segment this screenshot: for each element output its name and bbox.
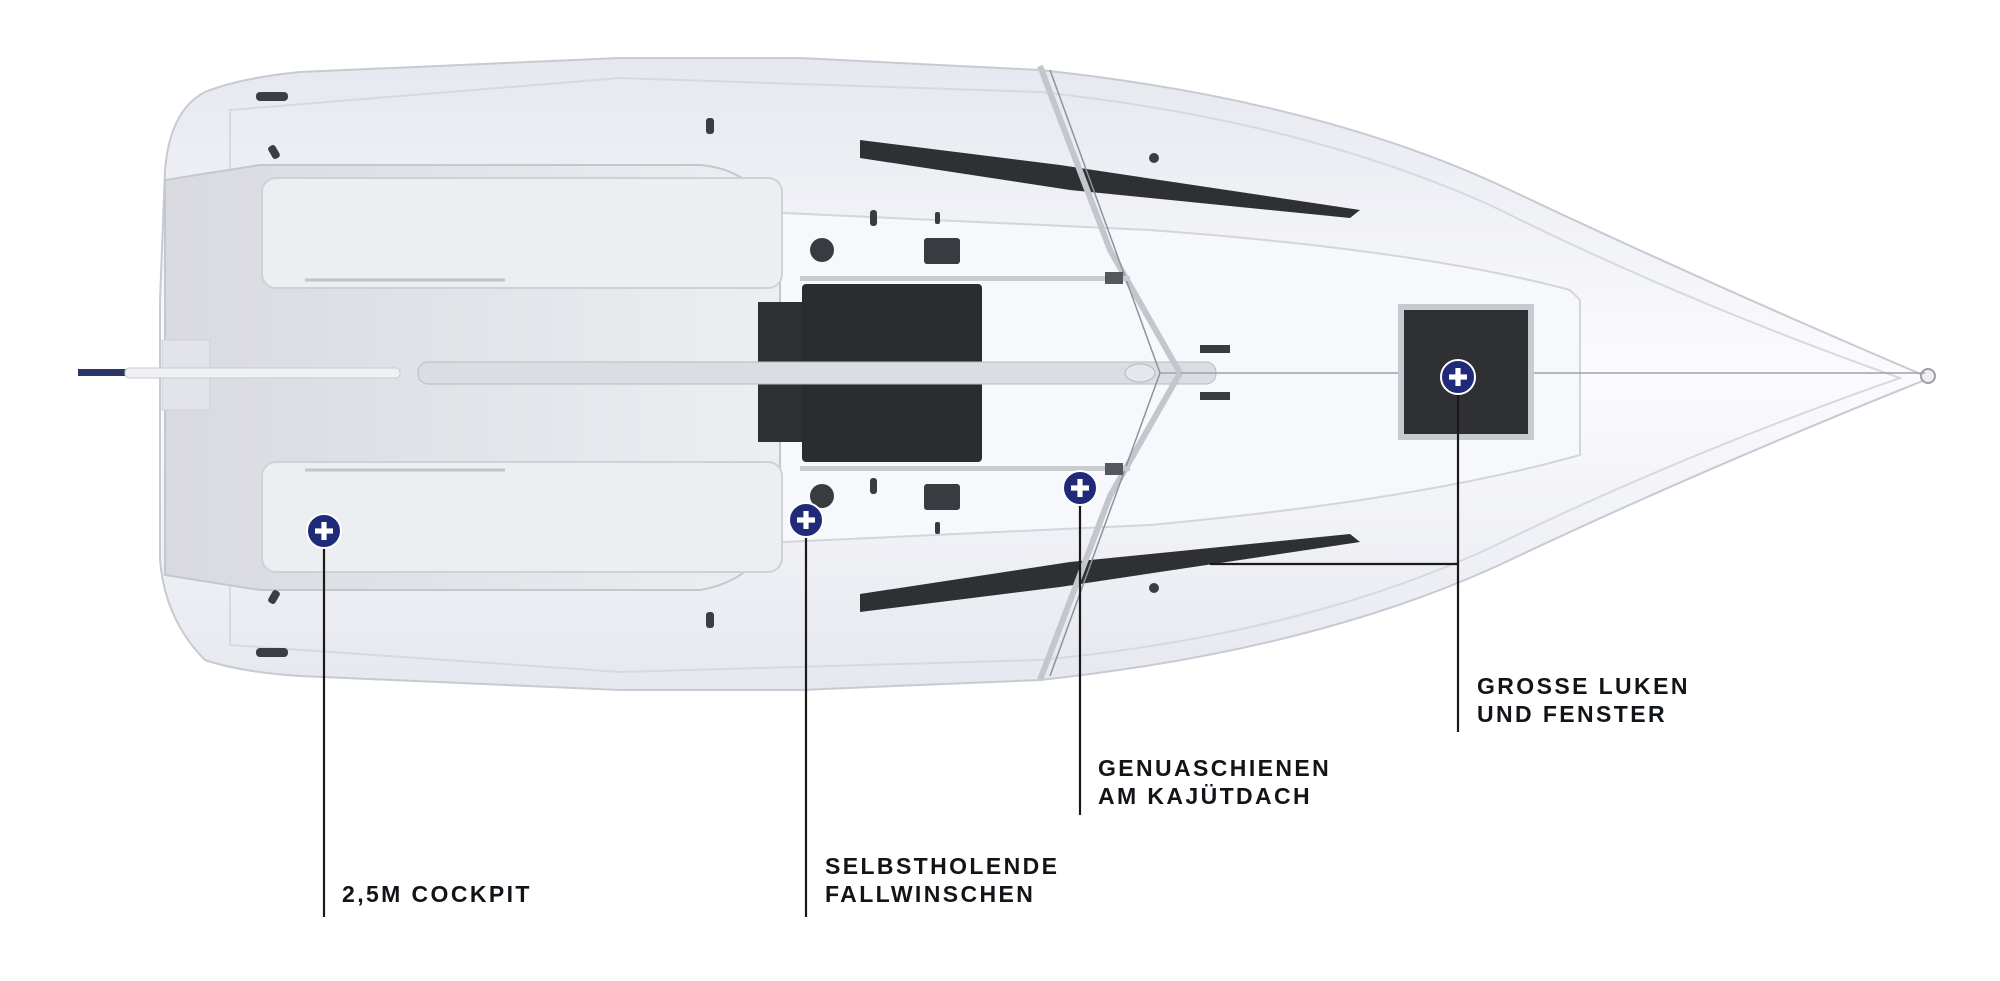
callout-label-genoa-tracks: GENUASCHIENEN AM KAJÜTDACH [1098, 755, 1332, 809]
callout-label-hatches: GROSSE LUKEN UND FENSTER [1477, 673, 1690, 727]
rigging [1037, 64, 1183, 682]
genoa-tracks [800, 272, 1130, 475]
plus-circle-icon[interactable] [1062, 470, 1098, 506]
plus-circle-icon[interactable] [788, 502, 824, 538]
plus-circle-icon[interactable] [306, 513, 342, 549]
plus-circle-icon[interactable] [1440, 359, 1476, 395]
winches [810, 210, 1230, 534]
leader-lines [322, 377, 1460, 917]
deck-fittings [256, 92, 1159, 657]
callout-label-winches: SELBSTHOLENDE FALLWINSCHEN [825, 853, 1060, 907]
tiller-and-boom [78, 361, 1217, 385]
callout-label-cockpit: 2,5M COCKPIT [342, 881, 532, 907]
markers [306, 359, 1476, 549]
side-windows [860, 140, 1360, 612]
